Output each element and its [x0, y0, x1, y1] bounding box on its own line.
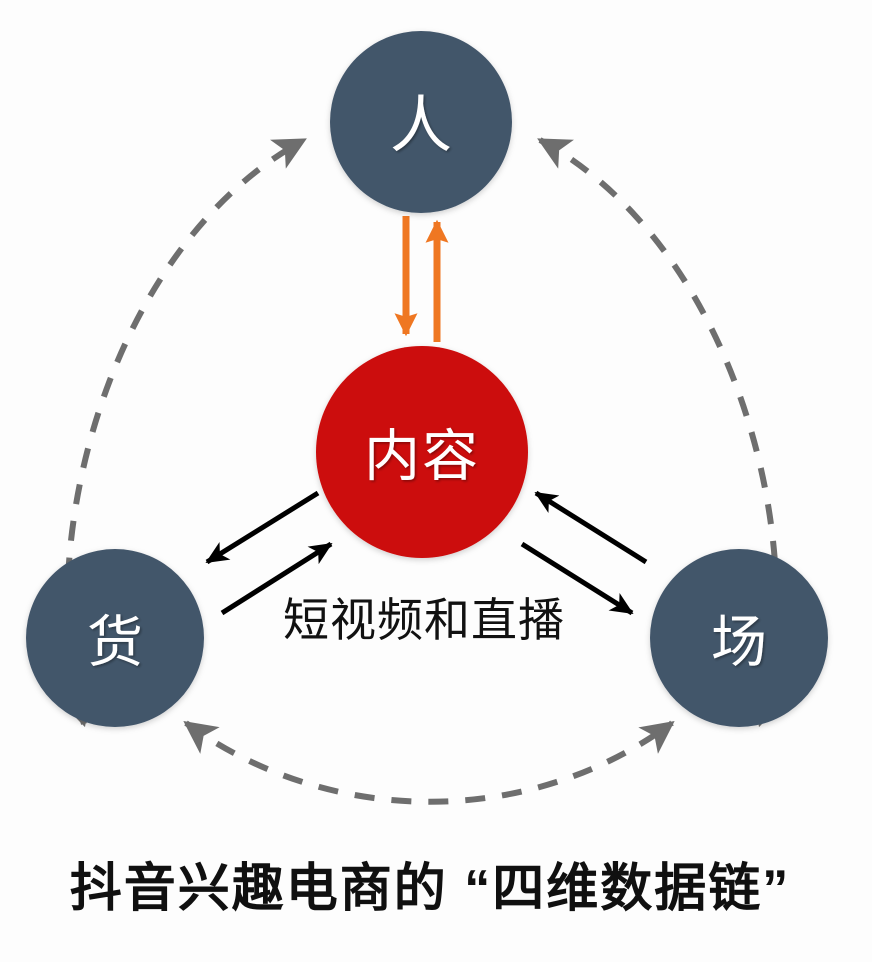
node-huo-label: 货 [87, 611, 143, 674]
edge-neirong-to-huo [205, 490, 320, 565]
node-ren-circle[interactable] [330, 31, 512, 213]
node-neirong-label: 内容 [364, 425, 480, 488]
node-huo[interactable]: 货 [26, 549, 204, 727]
dashed-arc-bottom [183, 720, 675, 805]
diagram-caption: 抖音兴趣电商的 “四维数据链” [70, 860, 790, 918]
arrow-place-to-content [534, 490, 648, 565]
edge-huo-to-neirong [220, 541, 333, 616]
node-neirong-circle[interactable] [316, 346, 528, 558]
node-chang-circle[interactable] [650, 549, 828, 727]
node-neirong[interactable]: 内容 [316, 346, 528, 558]
node-ren-label: 人 [390, 92, 452, 161]
node-chang[interactable]: 场 [650, 549, 828, 727]
edge-chang-to-neirong [534, 490, 648, 565]
arrow-goods-to-content [220, 541, 333, 616]
arrow-content-to-place [520, 541, 634, 616]
node-chang-label: 场 [711, 611, 767, 674]
node-ren[interactable]: 人 [330, 31, 512, 213]
edge-huo-chang [183, 720, 675, 805]
edge-ren-chang [537, 137, 785, 728]
arrow-content-to-goods [205, 490, 320, 565]
dashed-arc-right [537, 137, 785, 728]
edge-neirong-to-chang [520, 541, 634, 616]
channel-label: 短视频和直播 [283, 594, 565, 646]
node-huo-circle[interactable] [26, 549, 204, 727]
